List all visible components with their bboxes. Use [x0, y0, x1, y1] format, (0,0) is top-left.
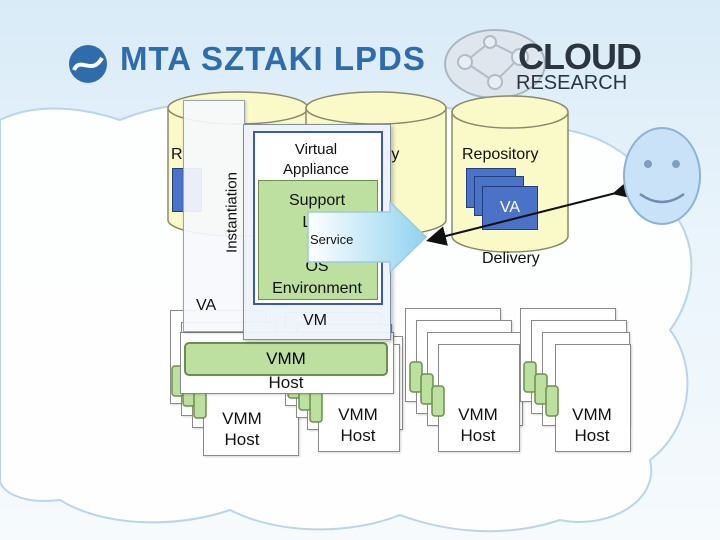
vmm-host-label-3: VMM Host	[458, 405, 498, 445]
research-logo-text: RESEARCH	[516, 72, 628, 94]
vmm-host-label-1: VMM Host	[222, 409, 262, 449]
sztaki-logo-icon	[69, 45, 107, 83]
org-name: MTA SZTAKI LPDS	[120, 40, 426, 77]
delivery-label: Delivery	[482, 250, 540, 267]
repository-right-label: Repository	[462, 146, 539, 163]
vmm-bar-main: VMM	[184, 342, 388, 376]
repository-left-label: R	[171, 146, 183, 163]
host-card-front	[555, 344, 631, 452]
cloud-logo-text: CLOUD	[518, 36, 642, 77]
host-card-front	[438, 344, 520, 452]
vmm-host-label-2: VMM Host	[338, 405, 378, 445]
vmm-host-label-4: VMM Host	[572, 405, 612, 445]
user-face-icon	[623, 127, 701, 225]
service-arrow	[307, 200, 428, 274]
service-label: Service	[310, 232, 354, 247]
virtual-appliance-label: Virtual Appliance	[283, 141, 349, 178]
va-left-label: VA	[196, 297, 217, 314]
host-label-main: Host	[268, 373, 304, 392]
vm-label: VM	[303, 312, 327, 329]
